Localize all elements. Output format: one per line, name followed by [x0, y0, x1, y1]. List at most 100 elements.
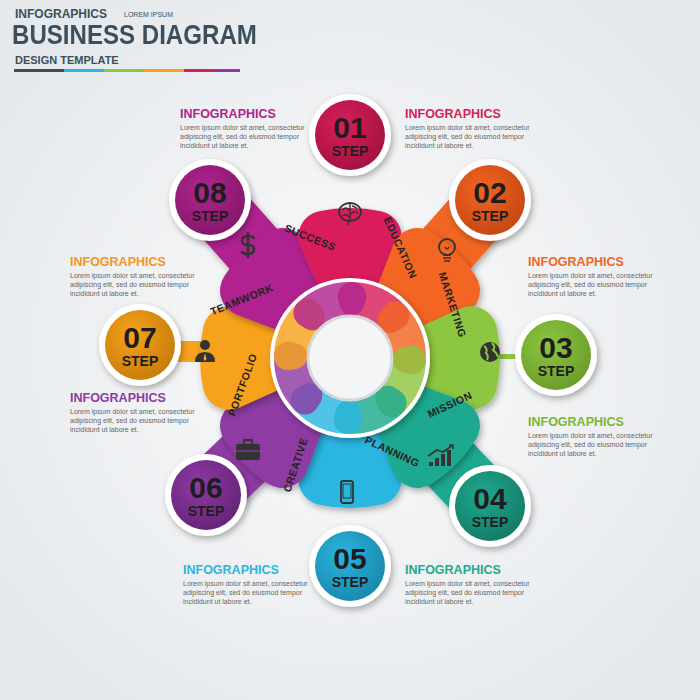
step-label: 07STEP — [122, 323, 159, 368]
icon-stroke — [428, 445, 453, 456]
header-tag: LOREM IPSUM — [124, 11, 173, 19]
step-fill — [455, 471, 525, 541]
step-number: 07 — [123, 323, 156, 353]
step-label: 05STEP — [332, 544, 369, 589]
step-fill — [315, 531, 385, 601]
step-number: 01 — [333, 113, 366, 143]
icon-stroke — [341, 481, 353, 503]
petal-word: SUCCESS — [283, 222, 338, 253]
step-label: 04STEP — [472, 484, 509, 529]
icon-stroke — [342, 203, 358, 225]
step-ring — [169, 159, 251, 241]
step-ring — [449, 159, 531, 241]
petal-word: MARKETING — [436, 271, 468, 339]
header-kicker: INFOGRAPHICS — [15, 8, 107, 21]
phone-icon — [341, 481, 353, 503]
person-icon — [195, 340, 215, 362]
step-label: 03STEP — [538, 333, 575, 378]
step-circle: 08STEP — [168, 158, 252, 242]
step-number: 08 — [193, 178, 226, 208]
header-subtitle: DESIGN TEMPLATE — [15, 54, 119, 66]
bar-segment — [14, 69, 64, 72]
icon-stroke — [236, 444, 260, 460]
step-circle: 02STEP — [448, 158, 532, 242]
step-circle: 07STEP — [98, 303, 182, 387]
step-ring — [99, 304, 181, 386]
step-word: STEP — [188, 504, 225, 518]
dollar-icon — [242, 232, 254, 258]
block-body: Lorem ipsum dolor sit amet, consectetur … — [405, 124, 530, 150]
hub-disc — [270, 278, 430, 438]
petal-word: MISSION — [426, 390, 474, 421]
step-fill — [171, 460, 241, 530]
step-ring — [165, 454, 247, 536]
block-body: Lorem ipsum dolor sit amet, consectetur … — [183, 580, 308, 606]
step-number: 05 — [333, 544, 366, 574]
block-heading: INFOGRAPHICS — [528, 416, 658, 430]
petal-word: CREATIVE — [282, 436, 310, 493]
icon-stroke — [242, 232, 254, 258]
step-ring — [309, 525, 391, 607]
icon-stroke — [480, 342, 500, 362]
step-label: 08STEP — [192, 178, 229, 223]
icon-stroke — [200, 340, 210, 350]
petal-word: TEAMWORK — [209, 282, 275, 318]
block-body: Lorem ipsum dolor sit amet, consectetur … — [180, 124, 305, 150]
petal-group — [140, 135, 556, 566]
icon-stroke — [439, 239, 455, 255]
block-body: Lorem ipsum dolor sit amet, consectetur … — [405, 580, 530, 606]
step-ring — [449, 465, 531, 547]
step-label: 06STEP — [188, 473, 225, 518]
header-color-bar — [14, 69, 240, 72]
block-heading: INFOGRAPHICS — [183, 564, 313, 578]
block-heading: INFOGRAPHICS — [405, 108, 535, 122]
bar-segment — [104, 69, 144, 72]
petal-word: EDUCATION — [381, 215, 418, 280]
icon-group — [195, 203, 500, 503]
briefcase-icon — [236, 440, 260, 460]
step-word: STEP — [472, 209, 509, 223]
icon-stroke — [204, 353, 207, 361]
step-ring — [309, 94, 391, 176]
step-number: 06 — [189, 473, 222, 503]
step-fill — [105, 310, 175, 380]
block-body: Lorem ipsum dolor sit amet, consectetur … — [70, 408, 195, 434]
step-word: STEP — [192, 209, 229, 223]
step-word: STEP — [538, 364, 575, 378]
step-word: STEP — [122, 354, 159, 368]
block-heading: INFOGRAPHICS — [528, 256, 658, 270]
step-label: 02STEP — [472, 178, 509, 223]
step-circle: 01STEP — [308, 93, 392, 177]
step-fill — [175, 165, 245, 235]
block-heading: INFOGRAPHICS — [405, 564, 535, 578]
step-fill — [455, 165, 525, 235]
step-word: STEP — [332, 144, 369, 158]
block-body: Lorem ipsum dolor sit amet, consectetur … — [528, 432, 653, 458]
icon-stroke — [236, 450, 260, 451]
globe-icon — [480, 342, 500, 362]
lightbulb-icon — [439, 239, 455, 261]
brain-icon — [339, 203, 361, 225]
step-number: 02 — [473, 178, 506, 208]
step-ring — [515, 314, 597, 396]
block-heading: INFOGRAPHICS — [70, 392, 200, 406]
block-heading: INFOGRAPHICS — [70, 256, 200, 270]
step-word: STEP — [332, 575, 369, 589]
step-circle: 04STEP — [448, 464, 532, 548]
icon-stroke — [236, 440, 260, 451]
icon-stroke — [484, 343, 498, 360]
block-body: Lorem ipsum dolor sit amet, consectetur … — [70, 272, 195, 298]
icon-stroke — [343, 484, 351, 498]
center-ring — [270, 278, 430, 438]
hub-hole — [308, 316, 392, 400]
step-word: STEP — [472, 515, 509, 529]
bar-segment — [144, 69, 184, 72]
icon-stroke — [429, 462, 433, 466]
icon-stroke — [443, 247, 451, 261]
petal-word: PORTFOLIO — [226, 352, 259, 418]
icon-stroke — [441, 454, 445, 466]
chart-icon — [428, 445, 453, 466]
bar-segment — [214, 69, 240, 72]
step-label: 01STEP — [332, 113, 369, 158]
